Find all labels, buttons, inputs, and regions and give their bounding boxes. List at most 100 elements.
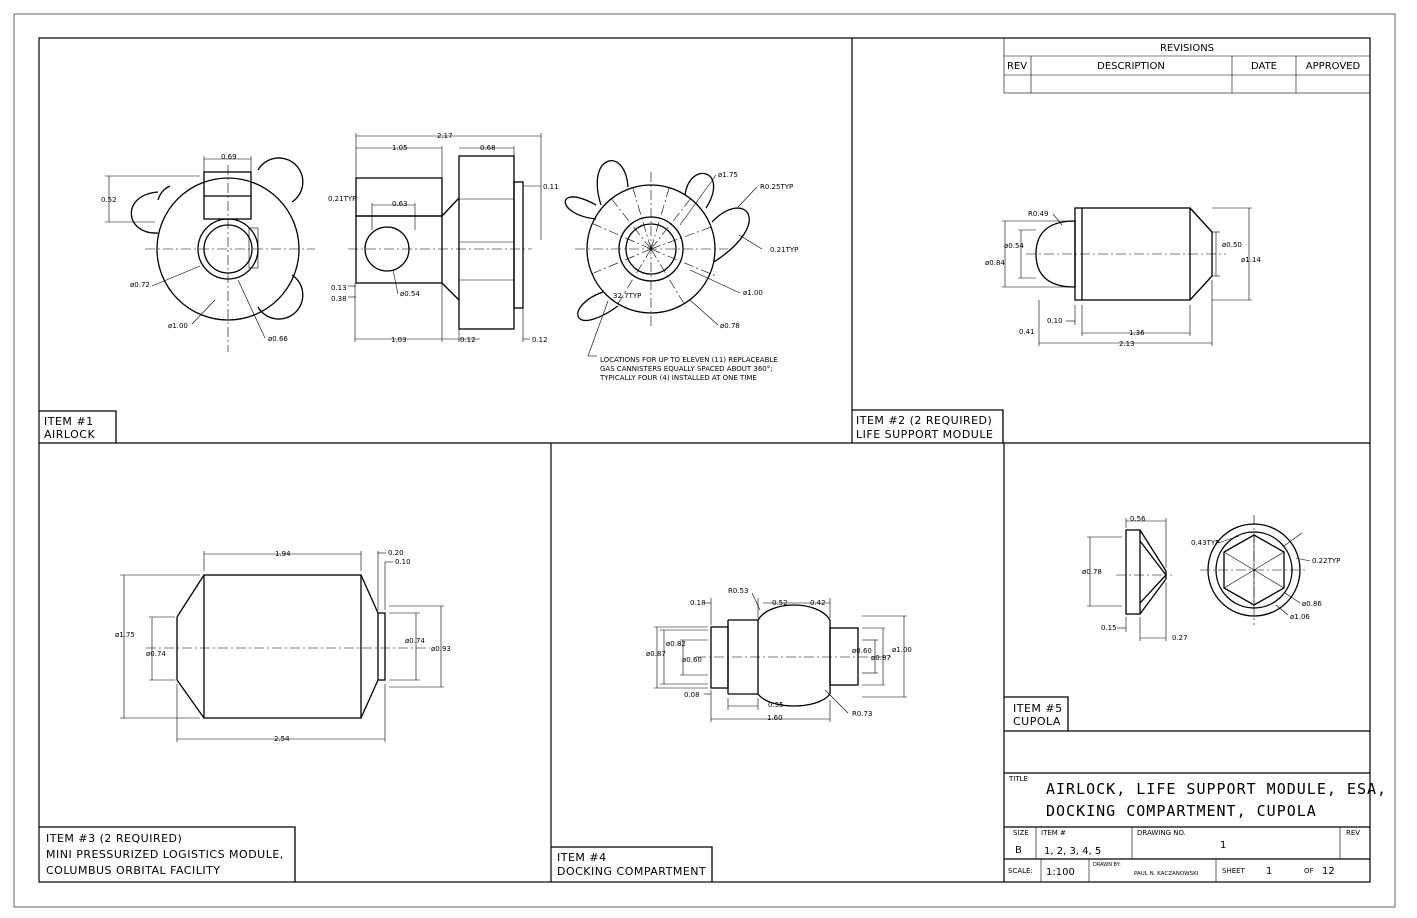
svg-text:CUPOLA: CUPOLA	[1013, 715, 1061, 728]
svg-text:ø1.00: ø1.00	[892, 646, 912, 654]
svg-text:1.60: 1.60	[767, 714, 783, 722]
svg-text:ø0.54: ø0.54	[1004, 242, 1024, 250]
scale-value: 1:100	[1046, 867, 1075, 878]
item3-mplm-drawing: 1.94 0.20 0.10 ø1.75 ø0.74 ø0.74 ø0.93 2…	[115, 549, 451, 743]
item5-label: ITEM #5 CUPOLA	[1004, 696, 1069, 731]
svg-text:0.56: 0.56	[1130, 515, 1146, 523]
svg-text:ø0.87: ø0.87	[646, 650, 666, 658]
drawing-no-value: 1	[1220, 840, 1226, 851]
svg-text:ø0.50: ø0.50	[1222, 241, 1242, 249]
item3-label: ITEM #3 (2 REQUIRED) MINI PRESSURIZED LO…	[39, 826, 296, 882]
item-no-label: ITEM #	[1041, 829, 1066, 837]
svg-text:0.63: 0.63	[392, 200, 408, 208]
svg-text:ITEM #5: ITEM #5	[1013, 702, 1063, 715]
panel-dividers	[39, 38, 1370, 882]
svg-text:0.13: 0.13	[331, 284, 347, 292]
item1-label: ITEM #1 AIRLOCK	[39, 410, 117, 443]
svg-text:0.21TYP: 0.21TYP	[328, 195, 356, 203]
description-col-header: DESCRIPTION	[1097, 61, 1165, 72]
svg-text:ø0.60: ø0.60	[682, 656, 702, 664]
svg-text:ø0.78: ø0.78	[720, 322, 740, 330]
svg-text:ø0.87: ø0.87	[871, 654, 891, 662]
drawing-title-line2: DOCKING COMPARTMENT, CUPOLA	[1046, 802, 1317, 820]
item2-label: ITEM #2 (2 REQUIRED) LIFE SUPPORT MODULE	[852, 409, 1004, 443]
svg-text:ø1.00: ø1.00	[168, 322, 188, 330]
item1-side-view: 2.17 1.05 0.68 0.11 0.21TYP 0.63 0.13 0.…	[328, 132, 559, 344]
svg-text:0.20: 0.20	[388, 549, 404, 557]
canisters-note-line3: TYPICALLY FOUR (4) INSTALLED AT ONE TIME	[599, 374, 757, 382]
svg-text:ITEM #1: ITEM #1	[44, 415, 94, 428]
svg-text:0.41: 0.41	[1019, 328, 1035, 336]
svg-text:0.10: 0.10	[1047, 317, 1063, 325]
svg-text:0.52: 0.52	[772, 599, 788, 607]
svg-text:R0.73: R0.73	[852, 710, 872, 718]
svg-text:0.21TYP: 0.21TYP	[770, 246, 798, 254]
svg-text:0.12: 0.12	[460, 336, 476, 344]
item1-airlock-drawing: 0.69 0.52 ø0.72 ø1.00 ø0.66	[101, 132, 798, 382]
svg-text:ITEM #3 (2 REQUIRED): ITEM #3 (2 REQUIRED)	[46, 832, 182, 845]
svg-text:0.43TYP: 0.43TYP	[1191, 539, 1219, 547]
svg-text:1.94: 1.94	[275, 550, 291, 558]
svg-text:0.15: 0.15	[1101, 624, 1117, 632]
svg-text:0.68: 0.68	[480, 144, 496, 152]
item1-end-view: 0.69 0.52 ø0.72 ø1.00 ø0.66	[101, 153, 315, 352]
item4-docking-drawing: R0.53 0.18 0.52 0.42 ø0.82 ø0.87 ø0.60 ø…	[646, 587, 912, 722]
date-col-header: DATE	[1251, 61, 1277, 72]
svg-text:1.05: 1.05	[392, 144, 408, 152]
svg-text:0.69: 0.69	[221, 153, 237, 161]
revisions-table: REVISIONS REV DESCRIPTION DATE APPROVED	[1003, 37, 1371, 94]
svg-text:ø0.78: ø0.78	[1082, 568, 1102, 576]
svg-text:0.42: 0.42	[810, 599, 826, 607]
canisters-note-line1: LOCATIONS FOR UP TO ELEVEN (11) REPLACEA…	[600, 356, 778, 364]
svg-text:0.11: 0.11	[543, 183, 559, 191]
svg-text:ø1.00: ø1.00	[743, 289, 763, 297]
outer-border	[13, 13, 1396, 908]
svg-text:R0.25TYP: R0.25TYP	[760, 183, 793, 191]
rev-col-header: REV	[1007, 61, 1027, 72]
canisters-note-line2: GAS CANNISTERS EQUALLY SPACED ABOUT 360°…	[600, 365, 773, 373]
svg-text:ø0.74: ø0.74	[405, 637, 425, 645]
approved-col-header: APPROVED	[1306, 61, 1361, 72]
of-label: OF	[1304, 867, 1314, 875]
svg-text:LIFE SUPPORT MODULE: LIFE SUPPORT MODULE	[856, 428, 993, 441]
svg-text:ø0.86: ø0.86	[1302, 600, 1322, 608]
rev-label: REV	[1346, 829, 1360, 837]
svg-text:ITEM #2 (2 REQUIRED): ITEM #2 (2 REQUIRED)	[856, 414, 992, 427]
svg-text:0.08: 0.08	[684, 691, 700, 699]
svg-text:ø0.74: ø0.74	[146, 650, 166, 658]
svg-text:0.38: 0.38	[331, 295, 347, 303]
drawing-frame	[38, 37, 1371, 883]
svg-text:0.12: 0.12	[532, 336, 548, 344]
drawn-by-value: PAUL N. KACZANOWSKI	[1134, 871, 1199, 877]
svg-text:2.13: 2.13	[1119, 340, 1135, 348]
svg-text:1.03: 1.03	[391, 336, 407, 344]
title-label: TITLE	[1008, 775, 1028, 783]
svg-text:ø1.75: ø1.75	[115, 631, 135, 639]
svg-text:0.27: 0.27	[1172, 634, 1188, 642]
svg-text:COLUMBUS ORBITAL FACILITY: COLUMBUS ORBITAL FACILITY	[46, 864, 221, 877]
svg-text:0.22TYP: 0.22TYP	[1312, 557, 1340, 565]
title-block: TITLE AIRLOCK, LIFE SUPPORT MODULE, ESA,…	[1004, 772, 1387, 882]
svg-text:ø1.06: ø1.06	[1290, 613, 1310, 621]
drawing-no-label: DRAWING NO.	[1137, 829, 1186, 837]
svg-text:ø1.14: ø1.14	[1241, 256, 1261, 264]
size-label: SIZE	[1013, 829, 1029, 837]
svg-text:32.7TYP: 32.7TYP	[613, 292, 641, 300]
svg-text:2.54: 2.54	[274, 735, 290, 743]
svg-text:DOCKING COMPARTMENT: DOCKING COMPARTMENT	[557, 865, 706, 878]
size-value: B	[1015, 845, 1022, 856]
svg-text:0.18: 0.18	[690, 599, 706, 607]
svg-text:MINI PRESSURIZED LOGISTICS MOD: MINI PRESSURIZED LOGISTICS MODULE,	[46, 848, 284, 861]
svg-text:ø0.84: ø0.84	[985, 259, 1005, 267]
scale-label: SCALE:	[1008, 867, 1033, 875]
sheet-label: SHEET	[1222, 867, 1246, 875]
svg-text:ø0.82: ø0.82	[666, 640, 686, 648]
svg-text:ITEM #4: ITEM #4	[557, 851, 607, 864]
svg-text:ø0.60: ø0.60	[852, 647, 872, 655]
svg-text:0.10: 0.10	[395, 558, 411, 566]
drawing-title-line1: AIRLOCK, LIFE SUPPORT MODULE, ESA,	[1046, 780, 1387, 798]
item-no-value: 1, 2, 3, 4, 5	[1044, 846, 1101, 857]
revisions-header: REVISIONS	[1160, 43, 1214, 54]
svg-text:ø0.72: ø0.72	[130, 281, 150, 289]
